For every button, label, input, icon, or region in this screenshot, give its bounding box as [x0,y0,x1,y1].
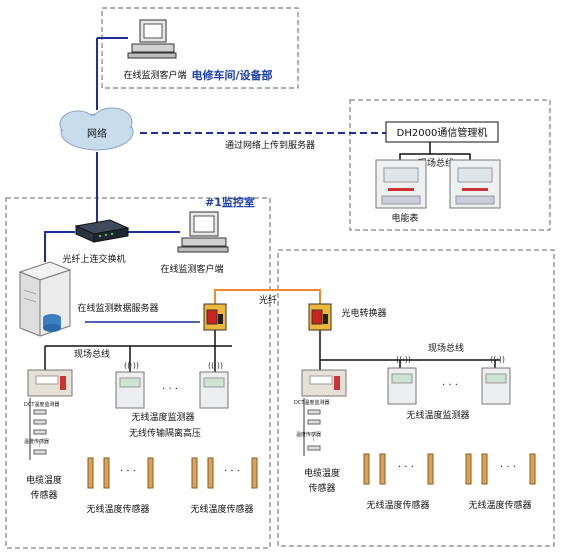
server-icon [18,261,72,337]
switch-label: 光纤上连交换机 [62,253,125,265]
server-label: 在线监测数据服务器 [77,302,158,314]
svg-text:((·)): ((·)) [124,361,139,370]
dh2000-region [349,99,551,231]
upload-label: 通过网络上传到服务器 [225,139,315,151]
converter-label: 光电转换器 [341,307,386,319]
client-computer-icon [127,19,177,59]
left-sensors-a-dots: · · · [120,466,136,477]
cable-temp-label-left-2: 传感器 [30,489,57,501]
fiber-line [214,289,321,304]
wireless-sensors-left-b-icon [191,457,258,489]
meter-bus-line [399,153,471,162]
svg-text:⋮: ⋮ [310,434,317,442]
fiber-label: 光纤 [259,294,277,306]
left-sensors-a-label: 无线温度传感器 [86,503,149,515]
wireless-sensors-right-b-icon [465,453,536,485]
dh2000-label: DH2000通信管理机 [397,126,488,139]
svg-text:⋮: ⋮ [36,440,43,448]
switch-to-server-line [44,231,75,262]
left-isolation-label: 无线传输隔离高压 [129,427,201,439]
energy-meter-label: 电能表 [391,212,418,224]
client-top-label: 在线监测客户端 [123,69,186,81]
network-label: 网络 [87,127,107,140]
cable-sensors-left-icon: ⋮ [29,398,47,460]
monitoring-room-region [5,197,271,549]
left-monitor-label: 无线温度监测器 [131,411,194,423]
field-bus-left-label: 现场总线 [74,348,110,360]
workshop-title: 电修车间/设备部 [191,68,272,82]
dct-monitor-right-icon [301,369,347,397]
wireless-monitor-right-1-icon: ((·)) [387,355,417,405]
wireless-monitor-right-2-icon: ((·)) [481,355,511,405]
right-field-region [277,249,555,547]
dct-label-right: DCT温度监测器 [294,399,329,406]
right-monitor-dots: · · · [442,380,458,391]
cable-temp-label-left-1: 电缆温度 [26,474,62,486]
switch-icon [74,219,130,243]
temp-sensor-small-left: 温度传感器 [24,438,49,445]
left-sensors-b-label: 无线温度传感器 [190,503,253,515]
wireless-monitor-left-1-icon: ((·)) [115,361,145,409]
cable-temp-label-right-2: 传感器 [308,482,335,494]
room-client-label: 在线监测客户端 [160,263,223,275]
right-monitor-label: 无线温度监测器 [406,409,469,421]
converter-icon-left [203,303,227,331]
energy-meter-icon-1 [375,159,427,209]
energy-meter-icon-2 [449,159,501,209]
field-bus-right-label: 现场总线 [428,342,464,354]
left-sensors-b-dots: · · · [224,466,240,477]
dct-monitor-left-icon [27,369,73,397]
right-sensors-b-label: 无线温度传感器 [468,499,531,511]
dct-label-left: DCT温度监测器 [24,401,59,408]
wireless-sensors-right-a-icon [363,453,434,485]
temp-sensor-small-right: 温度传感器 [296,431,321,438]
left-monitor-dots: · · · [162,384,178,395]
network-cloud-icon [59,107,134,151]
dh2000-box [385,121,499,143]
cable-temp-label-right-1: 电缆温度 [304,467,340,479]
svg-text:((·)): ((·)) [396,355,411,364]
workshop-region [101,7,299,89]
right-sensors-b-dots: · · · [500,462,516,473]
room-client-computer-icon [177,211,229,253]
wireless-monitor-left-2-icon: ((·)) [199,361,229,409]
monitoring-room-title: #1监控室 [205,195,255,209]
right-sensors-a-label: 无线温度传感器 [366,499,429,511]
field-bus-top-label: 现场总线 [418,157,454,169]
right-sensors-a-dots: · · · [398,462,414,473]
cable-sensors-right-icon: ⋮ [303,398,321,456]
wireless-sensors-left-a-icon [87,457,154,489]
svg-text:((·)): ((·)) [208,361,223,370]
converter-icon-right [308,303,332,331]
svg-text:((·)): ((·)) [490,355,505,364]
